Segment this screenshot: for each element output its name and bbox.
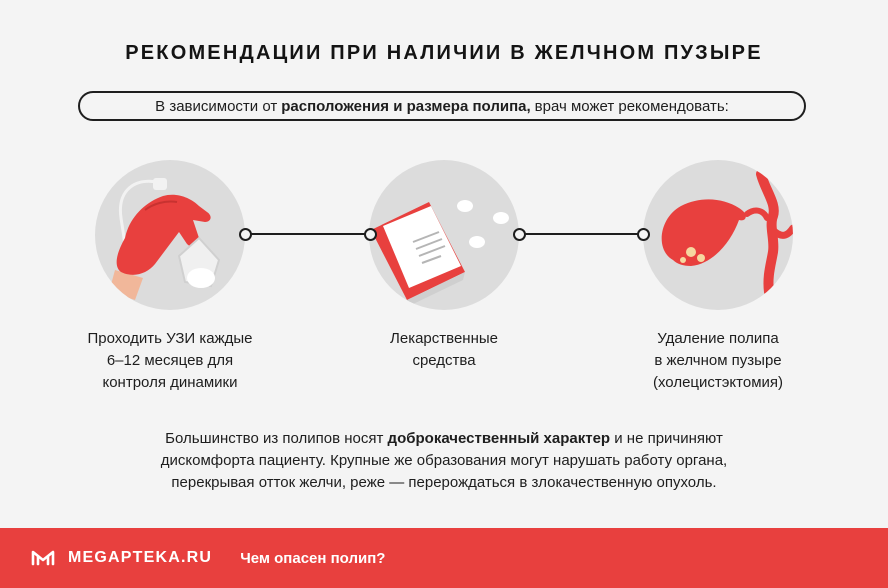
- page-title: РЕКОМЕНДАЦИИ ПРИ НАЛИЧИИ В ЖЕЛЧНОМ ПУЗЫР…: [125, 42, 763, 64]
- intro-text-after: врач может рекомендовать:: [534, 97, 729, 115]
- connector-line: [248, 233, 366, 235]
- footer-bar: MEGAPTEKA.RU Чем опасен полип?: [0, 528, 888, 588]
- summary-line-3: перекрывая отток желчи, реже — перерожда…: [171, 474, 717, 491]
- intro-text-bold: расположения и размера полипа,: [281, 97, 531, 115]
- connector-dot: [513, 228, 526, 241]
- megapteka-logo-icon[interactable]: [30, 545, 56, 571]
- medicine-box-pills-icon: [369, 160, 519, 310]
- step-caption-medicine: Лекарственные средства: [324, 328, 564, 372]
- summary-line-1: Большинство из полипов носят доброкачест…: [60, 428, 828, 450]
- connector-line: [522, 233, 640, 235]
- caption-line: Лекарственные: [390, 330, 498, 347]
- caption-line: Удаление полипа: [657, 330, 779, 347]
- caption-line: в желчном пузыре: [654, 352, 782, 369]
- caption-line: средства: [412, 352, 476, 369]
- footer-link[interactable]: Чем опасен полип?: [240, 549, 386, 567]
- gallbladder-icon: [643, 160, 793, 310]
- intro-text-before: В зависимости от: [155, 97, 278, 115]
- connector-dot: [637, 228, 650, 241]
- summary-text: Большинство из полипов носят: [165, 430, 384, 447]
- summary-bold-text: доброкачественный характер: [387, 430, 611, 447]
- summary-line-2: дискомфорта пациенту. Крупные же образов…: [160, 452, 728, 469]
- caption-line: 6–12 месяцев для: [106, 352, 234, 369]
- ultrasound-probe-glove-icon: [95, 160, 245, 310]
- step-caption-surgery: Удаление полипа в желчном пузыре (холеци…: [598, 328, 838, 394]
- summary-paragraph: Большинство из полипов носят доброкачест…: [60, 428, 828, 494]
- connector-dot: [364, 228, 377, 241]
- caption-line: Проходить УЗИ каждые: [87, 330, 253, 347]
- connector-dot: [239, 228, 252, 241]
- summary-text: и не причиняют: [614, 430, 723, 447]
- step-caption-ultrasound: Проходить УЗИ каждые 6–12 месяцев для ко…: [50, 328, 290, 394]
- caption-line: контроля динамики: [102, 374, 238, 391]
- caption-line: (холецистэктомия): [652, 374, 783, 391]
- intro-banner: В зависимости от расположения и размера …: [78, 91, 806, 121]
- brand-name[interactable]: MEGAPTEKA.RU: [68, 549, 213, 566]
